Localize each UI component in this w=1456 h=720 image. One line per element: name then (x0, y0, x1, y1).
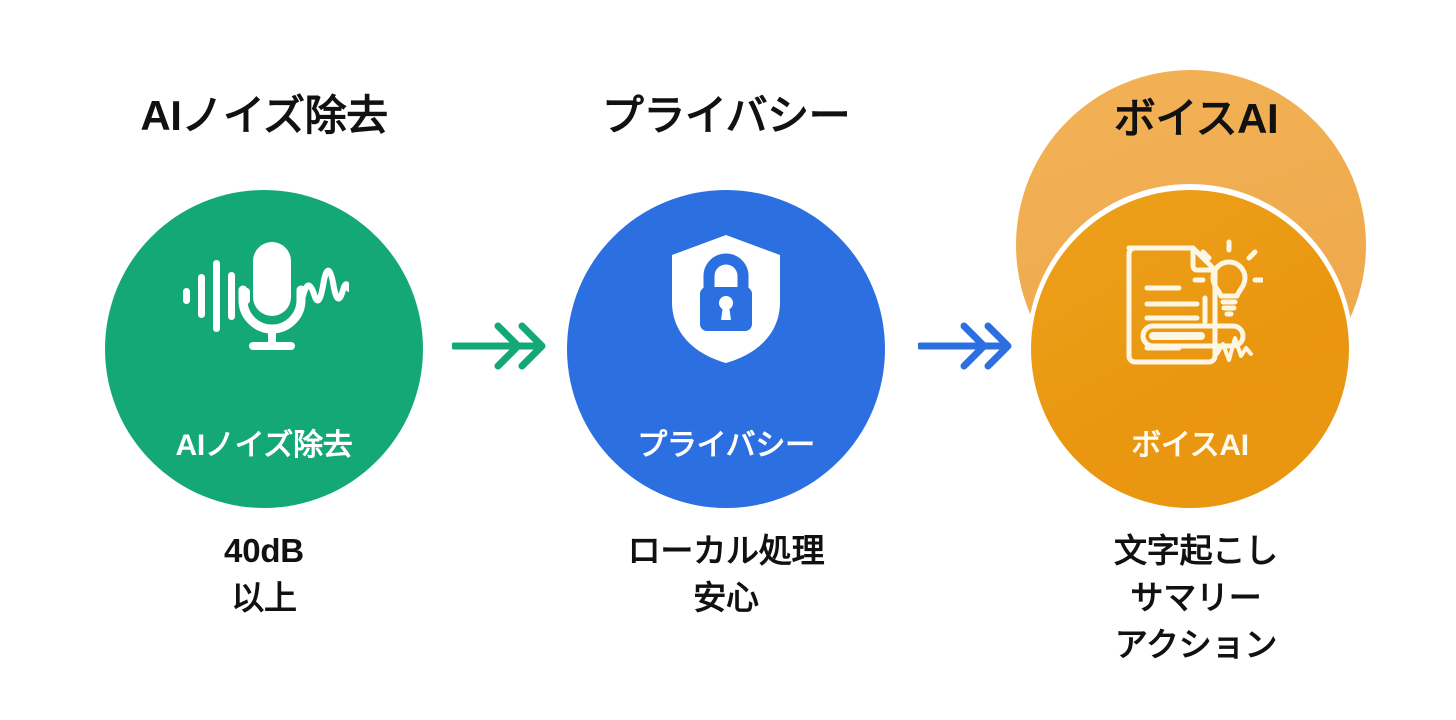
step-1-heading: AIノイズ除去 (140, 92, 388, 139)
double-chevron-arrow-green (450, 318, 548, 374)
document-lightbulb-waveform-icon (1031, 236, 1349, 374)
step-1-circle: AIノイズ除去 (105, 190, 423, 508)
step-2-circle: プライバシー (567, 190, 885, 508)
microphone-waveform-icon (105, 236, 423, 356)
step-3-circle-label: ボイスAI (1131, 429, 1249, 462)
step-3-caption-line-3: アクション (1114, 625, 1278, 663)
step-voice-ai: ボイスAI (1010, 0, 1370, 720)
step-3-circle: ボイスAI (1031, 190, 1349, 508)
step-2-caption-line-2: 安心 (693, 578, 759, 616)
step-3-caption-line-2: サマリー (1130, 578, 1262, 616)
step-2-circle-label: プライバシー (637, 429, 815, 462)
step-3-caption-line-1: 文字起こし (1113, 532, 1278, 569)
step-privacy: プライバシー プライバシー ローカル処理 安心 (546, 0, 906, 720)
step-ai-noise-removal: AIノイズ除去 (84, 0, 444, 720)
step-1-circle-label: AIノイズ除去 (175, 429, 353, 462)
shield-lock-icon (567, 232, 885, 366)
step-3-caption: 文字起こし サマリー アクション (1016, 528, 1376, 669)
step-2-caption: ローカル処理 安心 (546, 528, 906, 622)
step-1-caption-line-1: 40dB (224, 532, 304, 569)
step-1-caption: 40dB 以上 (84, 528, 444, 622)
step-1-caption-line-2: 以上 (231, 578, 297, 616)
step-3-heading: ボイスAI (1113, 95, 1279, 142)
step-2-caption-line-1: ローカル処理 (627, 532, 825, 569)
double-chevron-arrow-blue (916, 318, 1014, 374)
step-2-heading: プライバシー (601, 92, 851, 139)
